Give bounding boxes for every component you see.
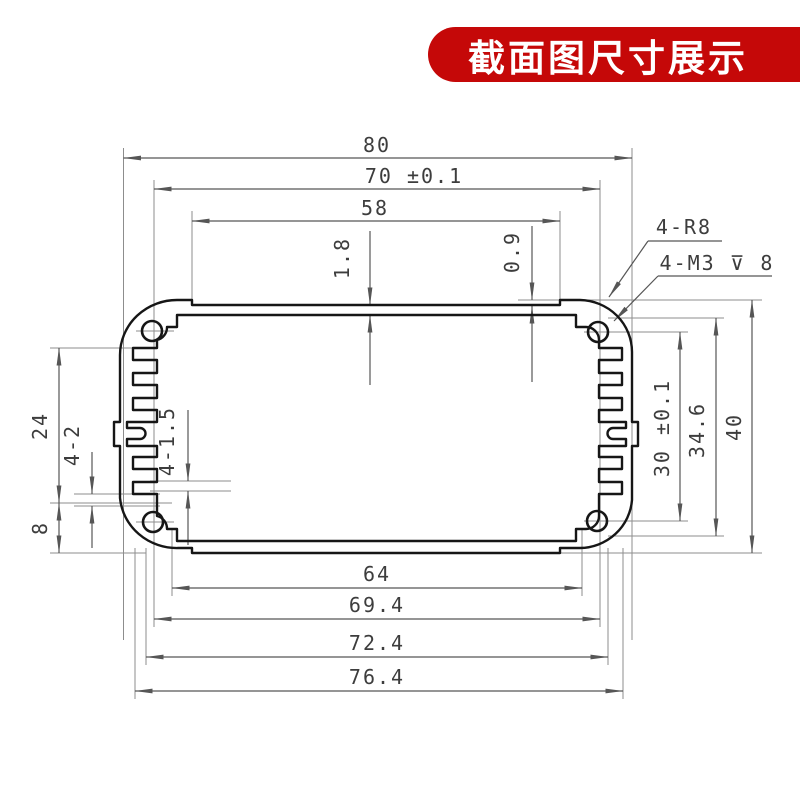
screw-hole-top-left (140, 319, 164, 343)
dim-fin-zone-height: 24 (28, 412, 52, 440)
banner-title: 截面图尺寸展示 (468, 37, 748, 79)
dim-inner-bottom-width: 64 (363, 562, 391, 586)
dim-corner-radius: 4-R8 (656, 215, 712, 239)
extension-lines (50, 148, 762, 699)
screw-hole-bottom-right (585, 509, 609, 533)
screw-hole-top-right (586, 320, 610, 344)
dim-step-width-bottom: 72.4 (349, 631, 405, 655)
dim-boss-face-height: 34.6 (685, 402, 709, 458)
dim-top-recess-width: 58 (361, 196, 389, 220)
outer-contour (112, 298, 640, 555)
dim-groove-width: 4-2 (60, 424, 84, 466)
dim-edge-step-depth: 0.9 (500, 231, 524, 273)
dim-rib-width: 4-1.5 (155, 406, 179, 476)
dim-hole-span-bottom: 69.4 (349, 593, 405, 617)
section-title-banner: 截面图尺寸展示 (428, 27, 800, 82)
dim-hole-span-height: 30 ±0.1 (650, 379, 674, 477)
inner-contour (125, 313, 628, 543)
dimension-lines (56, 155, 772, 694)
dim-bottom-zone-height: 8 (28, 521, 52, 535)
extrusion-profile (112, 298, 640, 555)
screw-hole-bottom-left (141, 510, 165, 534)
dim-overall-width: 80 (363, 133, 391, 157)
dim-flange-width-bottom: 76.4 (349, 665, 405, 689)
dim-tapped-hole: 4-M3 ⊽ 8 (660, 251, 775, 275)
dim-overall-height: 40 (722, 413, 746, 441)
dim-top-wall-thickness: 1.8 (330, 237, 354, 279)
dimension-labels: 80 70 ±0.1 58 64 69.4 72.4 76.4 4-R8 4-M… (28, 133, 775, 689)
dim-hole-span-width: 70 ±0.1 (365, 164, 463, 188)
